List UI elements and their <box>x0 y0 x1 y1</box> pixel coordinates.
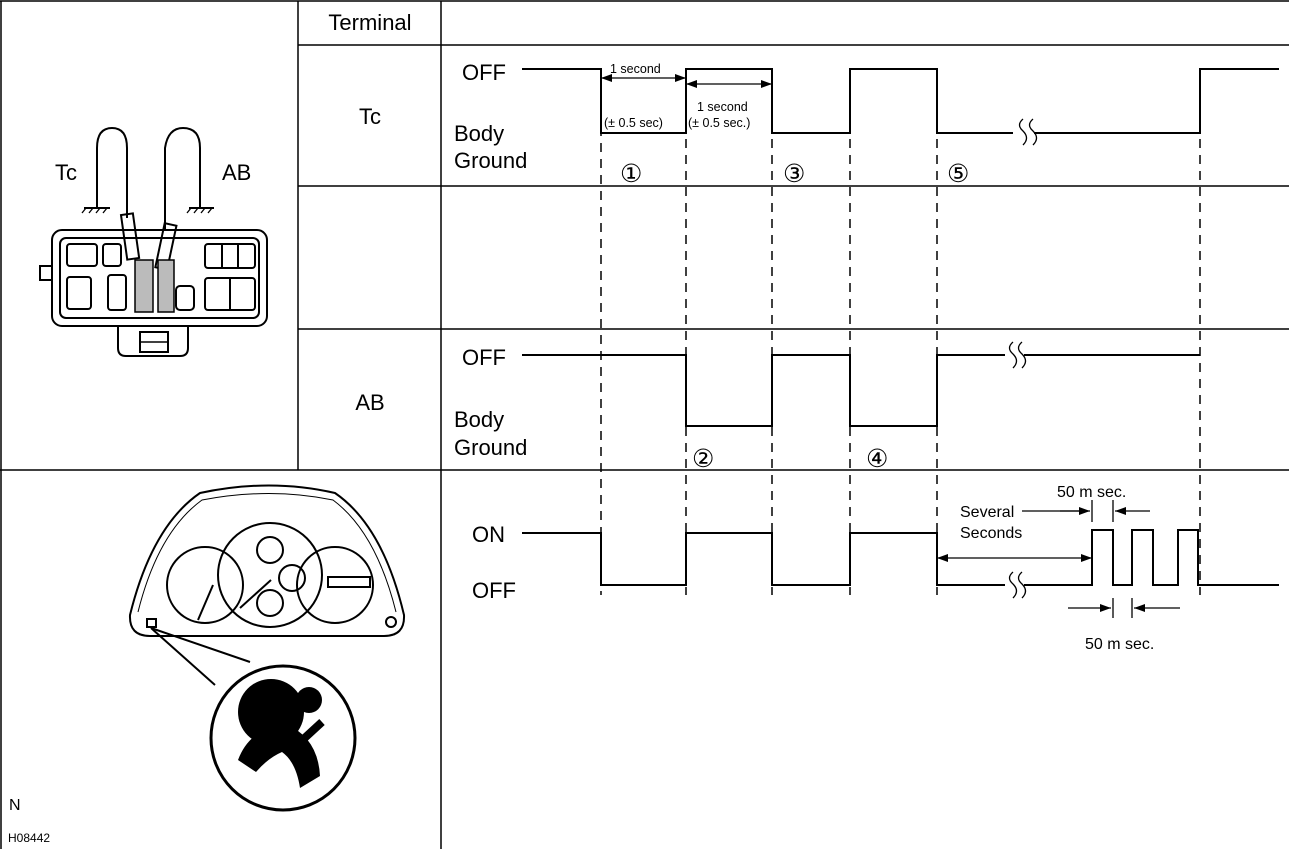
blink-off-time: 50 m sec. <box>1085 636 1154 653</box>
lamp-waveform-break <box>1008 571 1027 599</box>
step-3: ③ <box>783 160 805 188</box>
tc-body-label: Body <box>454 121 504 146</box>
step-5: ⑤ <box>947 160 969 188</box>
several-seconds-arrow <box>937 554 1092 562</box>
tc-probe-label: Tc <box>55 160 77 185</box>
footer-letter: N <box>9 797 21 814</box>
blink-on-time: 50 m sec. <box>1057 484 1126 501</box>
pulse2-duration: 1 second <box>697 100 748 114</box>
pulse2-timing-arrow <box>686 80 772 88</box>
lamp-waveform <box>522 529 1279 586</box>
tc-waveform-break <box>1018 118 1038 146</box>
ab-body-label: Body <box>454 407 504 432</box>
terminal-tc-label: Tc <box>359 104 381 129</box>
combination-meter-icon <box>128 484 406 637</box>
terminal-ab-label: AB <box>355 390 384 415</box>
blink-off-arrows <box>1068 598 1180 618</box>
step-1: ① <box>620 160 642 188</box>
terminal-header: Terminal <box>328 10 411 35</box>
step-2: ② <box>692 445 714 473</box>
lamp-off-label: OFF <box>472 578 516 603</box>
pulse1-tolerance: (± 0.5 sec) <box>604 116 663 130</box>
step-4: ④ <box>866 445 888 473</box>
ab-off-label: OFF <box>462 345 506 370</box>
tc-waveform <box>522 68 1279 134</box>
timing-guides <box>600 75 1201 595</box>
ab-probe-label: AB <box>222 160 251 185</box>
figure-id: H08442 <box>8 831 50 845</box>
pulse1-duration: 1 second <box>610 62 661 76</box>
airbag-warning-icon <box>150 627 357 812</box>
tc-off-label: OFF <box>462 60 506 85</box>
pulse2-tolerance: (± 0.5 sec.) <box>688 116 750 130</box>
pulse1-timing-arrow <box>601 74 686 82</box>
diagnostic-connector-icon: Tc AB <box>39 126 268 357</box>
ab-waveform-break <box>1008 341 1027 369</box>
ab-waveform <box>522 354 1200 427</box>
tc-ground-label: Ground <box>454 148 527 173</box>
blink-on-arrows <box>1060 500 1150 522</box>
lamp-on-label: ON <box>472 522 505 547</box>
several-seconds-line1: Several <box>960 504 1014 521</box>
several-seconds-line2: Seconds <box>960 525 1022 542</box>
ab-ground-label: Ground <box>454 435 527 460</box>
